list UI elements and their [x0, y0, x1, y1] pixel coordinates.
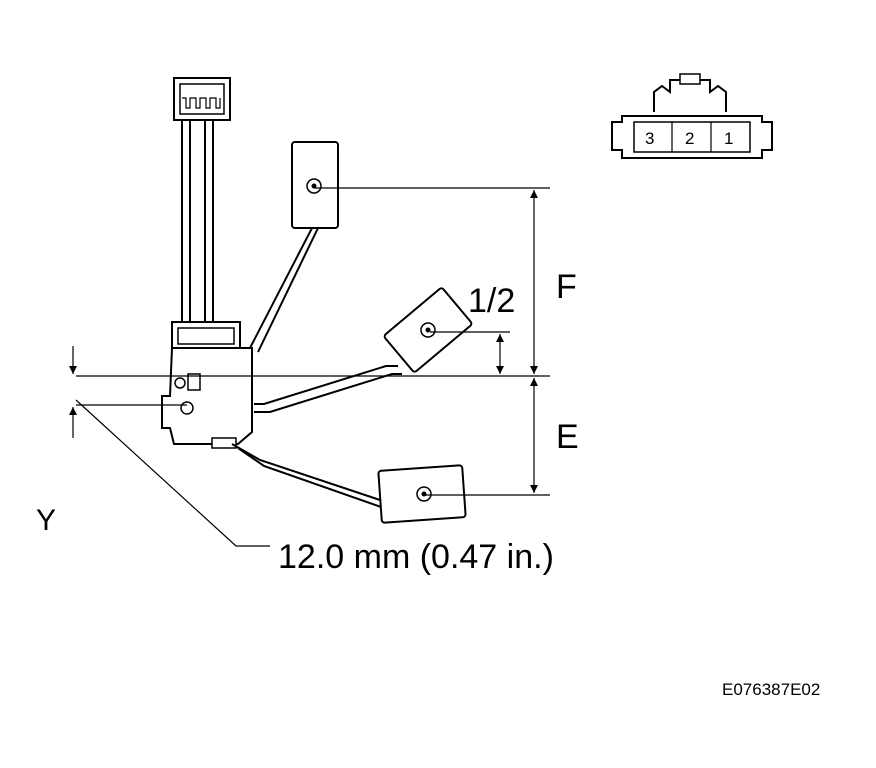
connector-face-view: 3 2 1	[611, 73, 773, 159]
sender-body	[161, 321, 253, 449]
connector-pin-2: 2	[685, 129, 694, 148]
float-arm-empty	[231, 443, 385, 509]
harness-connector-plug	[173, 77, 231, 121]
figure-code: E076387E02	[722, 680, 820, 699]
float-full	[291, 141, 339, 229]
harness-wires	[181, 120, 214, 322]
measurement-label: 12.0 mm (0.47 in.)	[278, 538, 554, 576]
label-half: 1/2	[468, 282, 515, 320]
connector-pin-3: 3	[645, 129, 654, 148]
float-half	[383, 287, 473, 373]
label-y: Y	[36, 504, 56, 537]
float-arm-half	[254, 365, 402, 413]
label-e: E	[556, 418, 579, 456]
float-empty	[377, 464, 467, 524]
label-f: F	[556, 268, 577, 306]
connector-pin-1: 1	[724, 129, 733, 148]
float-arm-full	[249, 227, 320, 353]
dimension-lines	[69, 187, 550, 547]
